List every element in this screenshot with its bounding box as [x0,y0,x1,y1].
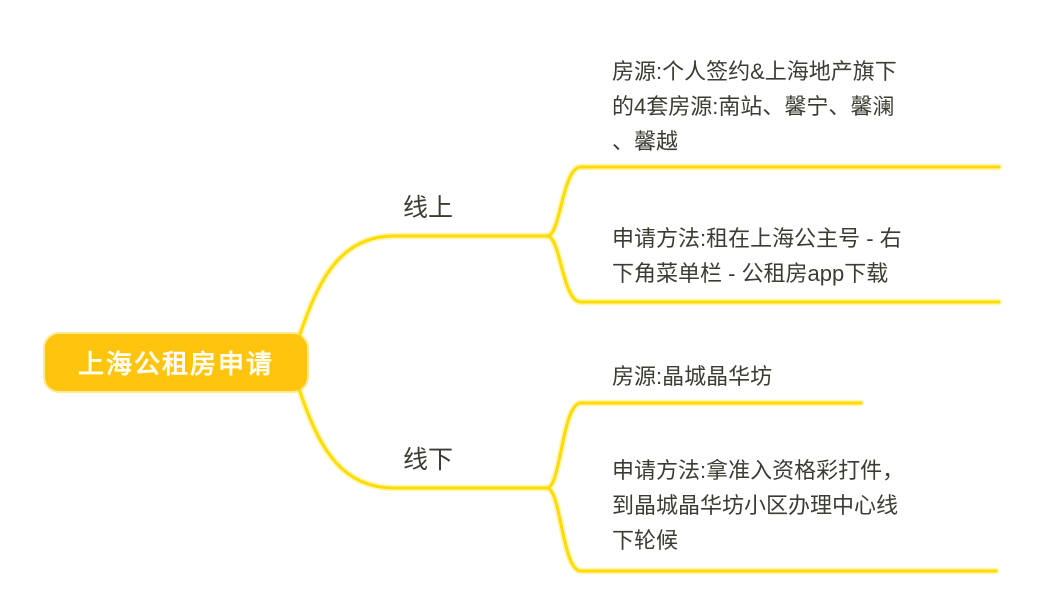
leaf-text-line: 到晶城晶华坊小区办理中心线 [612,493,899,518]
leaf-text-line: 、馨越 [612,129,679,154]
leaf-text-line: 下角菜单栏 - 公租房app下载 [612,261,889,286]
leaf-text-line: 房源:晶城晶华坊 [612,364,773,389]
branch-offline-label: 线下 [403,446,454,474]
branch-topic-offline[interactable]: 线下 [403,445,453,475]
connector-root-to-online-halo [295,232,551,341]
leaf-topic-online-method[interactable]: 申请方法:租在上海公主号 - 右 下角菜单栏 - 公租房app下载 [612,221,1022,291]
leaf-text-line: 房源:个人签约&上海地产旗下 [612,59,897,84]
root-topic[interactable]: 上海公租房申请 [45,334,307,391]
leaf-text-line: 下轮候 [612,528,679,553]
leaf-topic-online-housing[interactable]: 房源:个人签约&上海地产旗下 的4套房源:南站、馨宁、馨澜 、馨越 [612,54,1022,159]
leaf-topic-offline-method[interactable]: 申请方法:拿准入资格彩打件， 到晶城晶华坊小区办理中心线 下轮候 [612,453,1022,558]
branch-topic-online[interactable]: 线上 [403,193,453,223]
root-topic-label: 上海公租房申请 [77,349,274,379]
branch-online-label: 线上 [403,194,454,222]
leaf-text-line: 申请方法:拿准入资格彩打件， [612,458,905,483]
leaf-text-line: 的4套房源:南站、馨宁、馨澜 [612,94,895,119]
connector-root-to-online [297,234,549,339]
leaf-topic-offline-housing[interactable]: 房源:晶城晶华坊 [612,359,1022,394]
leaf-text-line: 申请方法:租在上海公主号 - 右 [612,226,902,251]
